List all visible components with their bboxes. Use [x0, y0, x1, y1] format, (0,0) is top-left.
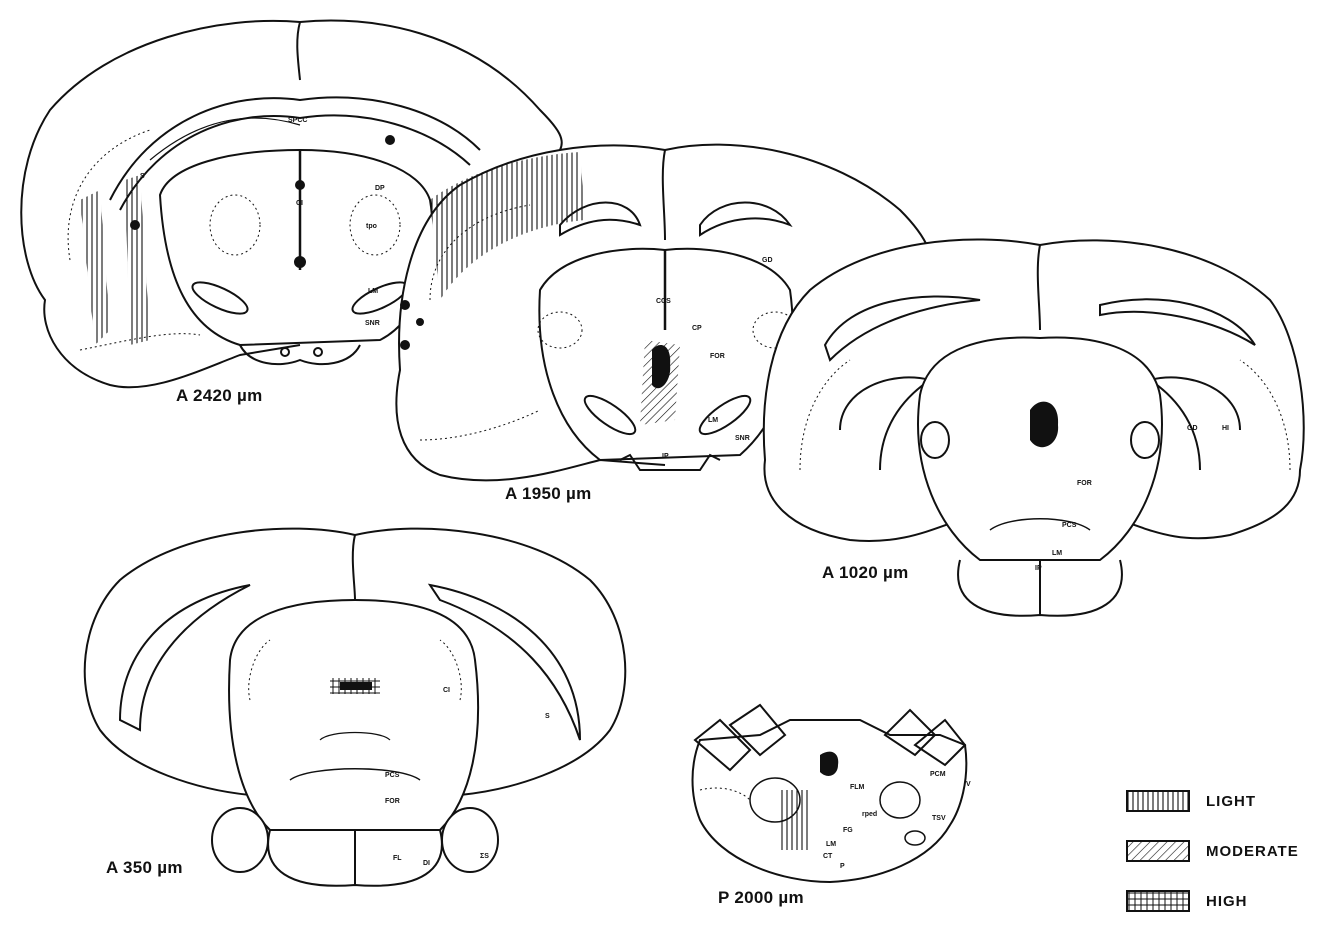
abbr-label: FLM [850, 784, 865, 791]
abbr-label: IP [662, 453, 669, 460]
abbr-label: CI [296, 200, 303, 207]
abbr-label: CI [443, 687, 450, 694]
legend-item-moderate: MODERATE [1126, 826, 1299, 876]
abbr-label: PCS [385, 772, 400, 779]
section-label-a1020: A 1020 µm [822, 563, 909, 583]
abbr-label: PCS [1062, 522, 1077, 529]
abbr-label: GD [762, 257, 773, 264]
abbr-label: S [545, 713, 550, 720]
abbr-label: LM [708, 417, 718, 424]
abbr-label: GD [1187, 425, 1198, 432]
abbr-label: PCM [930, 771, 946, 778]
abbr-label: DP [375, 185, 385, 192]
section-a350 [85, 529, 626, 886]
section-label-a2420: A 2420 µm [176, 386, 263, 406]
abbr-label: IP [1035, 565, 1042, 572]
legend-label: MODERATE [1206, 843, 1299, 860]
section-label-p2000: P 2000 µm [718, 888, 804, 908]
abbr-label: S [140, 173, 145, 180]
abbr-label: LM [1052, 550, 1062, 557]
abbr-label: rped [862, 811, 877, 818]
section-label-a350: A 350 µm [106, 858, 183, 878]
legend-item-light: LIGHT [1126, 776, 1299, 826]
abbr-label: TSV [932, 815, 946, 822]
abbr-label: ΣS [480, 853, 489, 860]
abbr-label: FOR [710, 353, 725, 360]
abbr-label: FOR [1077, 480, 1092, 487]
abbr-label: V [966, 781, 971, 788]
abbr-label: tpo [366, 223, 377, 230]
high-pattern-swatch [1126, 890, 1190, 912]
legend-label: HIGH [1206, 893, 1248, 910]
legend-item-high: HIGH [1126, 876, 1299, 926]
abbr-label: SPCC [288, 117, 307, 124]
moderate-pattern-swatch [1126, 840, 1190, 862]
legend-label: LIGHT [1206, 793, 1256, 810]
section-label-a1950: A 1950 µm [505, 484, 592, 504]
abbr-label: DI [423, 860, 430, 867]
abbr-label: FG [843, 827, 853, 834]
abbr-label: CP [692, 325, 702, 332]
abbr-label: LM [368, 288, 378, 295]
legend: LIGHT MODERATE HIGH [1126, 776, 1299, 926]
abbr-label: LM [826, 841, 836, 848]
abbr-label: P [840, 863, 845, 870]
abbr-label: FOR [385, 798, 400, 805]
abbr-label: HI [1222, 425, 1229, 432]
abbr-label: CCS [656, 298, 671, 305]
abbr-label: SNR [365, 320, 380, 327]
abbr-label: CT [823, 853, 833, 860]
abbr-label: SNR [735, 435, 750, 442]
light-pattern-swatch [1126, 790, 1190, 812]
abbr-label: FL [393, 855, 402, 862]
